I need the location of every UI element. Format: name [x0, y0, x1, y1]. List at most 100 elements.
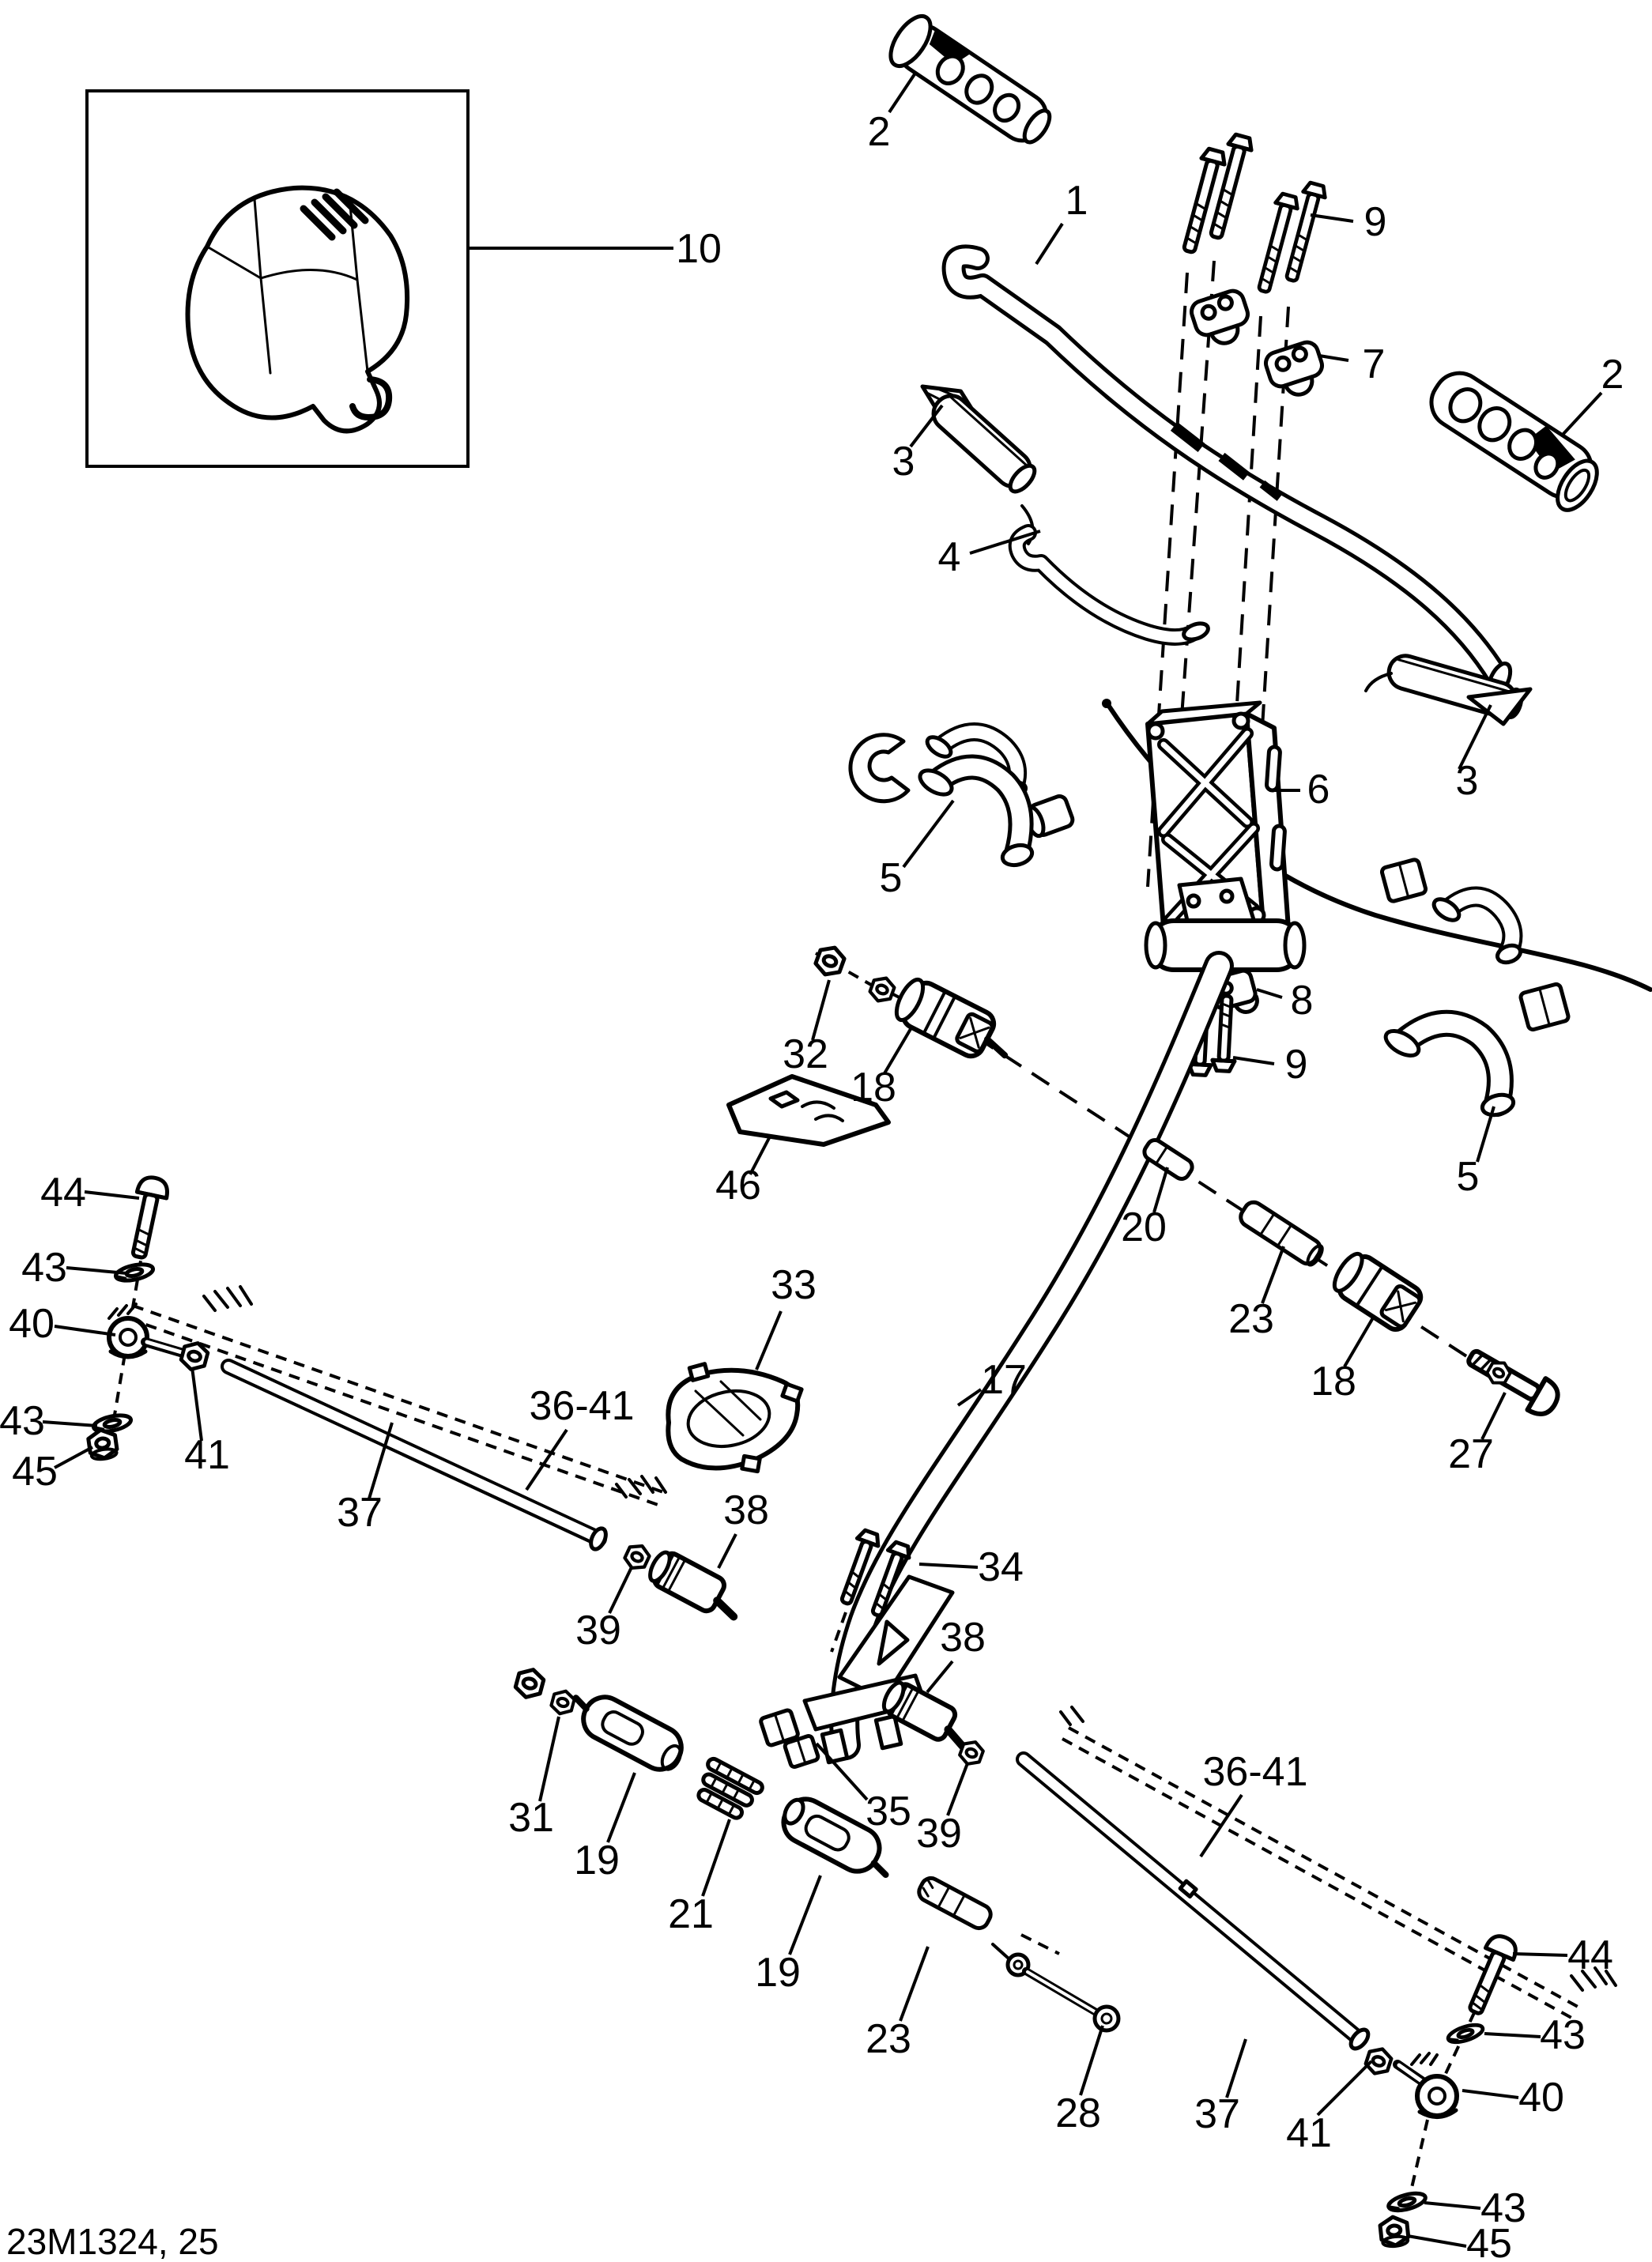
threaded-adjuster: [696, 1756, 764, 1820]
lock-nut-left: [88, 1428, 119, 1461]
callout-support-plate: 46: [715, 1163, 761, 1208]
grip-left: [888, 14, 1052, 145]
callout-bolts-upper: 9: [1364, 199, 1387, 245]
callout-bolt-right: 44: [1567, 1932, 1613, 1978]
callout-elbow-left: 5: [880, 855, 903, 901]
callout-sleeve-lower: 19: [755, 1950, 801, 1996]
sleeve-cube-right-1: [1379, 858, 1428, 903]
washer-right-upper: [1446, 2022, 1485, 2045]
callout-column: 17: [981, 1357, 1027, 1403]
callout-spacer-long-lower: 23: [866, 2016, 911, 2062]
callout-lower-clamp: 8: [1291, 978, 1314, 1024]
tie-rod-end-right: [1393, 2052, 1459, 2119]
callout-handlebar: 1: [1066, 178, 1088, 224]
link-sleeve-lower: [781, 1796, 889, 1879]
leader-lines: [42, 73, 1603, 2248]
callout-assembly-right: 36-41: [1203, 1749, 1308, 1795]
sleeve-cube-right-2: [1518, 982, 1571, 1032]
callout-heater-left: 3: [892, 439, 915, 484]
jam-nut-right: [1363, 2045, 1393, 2077]
callout-washer-left-lower: 43: [0, 1398, 45, 1444]
callout-washer-right-lower: 43: [1480, 2185, 1526, 2231]
diagram-code: 23M1324, 25: [6, 2221, 219, 2262]
link-lock-nut: [514, 1666, 545, 1700]
ball-joint-left: [648, 1550, 738, 1621]
tie-rod-bolt-right: [1461, 1932, 1520, 2018]
sleeve-clip-left: [848, 733, 911, 804]
callout-jam-nut-left: 41: [184, 1432, 230, 1478]
callout-damper-bolt: 27: [1448, 1431, 1494, 1477]
callout-assembly-left: 36-41: [530, 1383, 635, 1429]
washer-right-lower: [1386, 2190, 1427, 2214]
inset-box: [85, 89, 470, 468]
handlebar-clamp-2: [1264, 340, 1324, 397]
drag-link: [991, 1943, 1121, 2033]
callout-labels: 10 2 1 9 7 2 3 4 3 5 6 8 9 32 18 46 20 2…: [0, 109, 1624, 2262]
riser-bolts-upper: [1177, 134, 1327, 294]
link-lock-nut-2: [550, 1688, 576, 1716]
callout-tie-rod-right: 37: [1194, 2091, 1240, 2137]
callout-lock-nut-right: 45: [1466, 2221, 1512, 2262]
callout-washer-right-upper: 43: [1540, 2012, 1586, 2058]
callout-square-nuts: 35: [866, 1789, 911, 1834]
ghost-lines: [113, 260, 1617, 2188]
callout-drag-link: 28: [1055, 2090, 1101, 2136]
callout-jam-nut-right: 41: [1286, 2110, 1332, 2156]
elbow-sleeve-left: [918, 754, 1035, 868]
ball-joint-center: [881, 1680, 967, 1751]
elbow-sleeve-right: [1383, 1009, 1516, 1118]
column-clamp-tube: [1144, 877, 1307, 972]
square-nuts: [759, 1708, 820, 1769]
callout-hook: 4: [938, 534, 961, 580]
steering-damper-lower: [1332, 1251, 1424, 1332]
callout-damper-lower: 18: [1311, 1359, 1356, 1404]
handlebar-pad-cover: [185, 185, 410, 434]
callout-spacer-short: 20: [1121, 1205, 1167, 1250]
callout-adjuster: 21: [668, 1891, 714, 1937]
tie-rod-right: [1016, 1751, 1371, 2051]
callout-link-nut: 31: [508, 1795, 554, 1841]
callout-bj-nut-center: 39: [916, 1811, 962, 1857]
handlebar: [941, 244, 1513, 698]
tie-rod-left: [221, 1359, 608, 1551]
tie-rod-bolt-left: [124, 1175, 170, 1261]
callout-pad-cover: 10: [676, 226, 722, 272]
steering-boot: [666, 1362, 804, 1474]
spacer-long-upper: [1239, 1200, 1324, 1267]
grip-heater-right: [1364, 654, 1533, 726]
tie-rod-end-left: [107, 1303, 204, 1363]
callout-damper-upper: 18: [851, 1065, 896, 1110]
small-elbow-right: [1431, 886, 1523, 965]
steering-damper-upper: [894, 977, 1009, 1059]
callout-boot: 33: [771, 1262, 817, 1308]
callout-mount-bolts: 34: [978, 1544, 1024, 1590]
callout-ball-joint-center: 38: [940, 1615, 986, 1661]
ball-joint-nut-left: [622, 1541, 652, 1572]
handlebar-knurl-marks: [1170, 421, 1283, 501]
callout-ball-joint-left: 38: [723, 1487, 769, 1533]
callout-spacer-long-upper: 23: [1228, 1296, 1274, 1342]
callout-elbow-right: 5: [1457, 1154, 1480, 1200]
grip-heater-left: [920, 384, 1037, 545]
spacer-long-lower: [917, 1876, 993, 1931]
callout-tie-rod-left: 37: [337, 1490, 383, 1536]
callout-grip-left: 2: [868, 109, 891, 155]
spacer-short: [1142, 1138, 1194, 1181]
support-plate: [726, 1074, 891, 1147]
lock-nut-right: [1379, 2215, 1409, 2247]
callout-bolt-left: 44: [40, 1170, 86, 1216]
callout-tie-rod-end-right: 40: [1518, 2075, 1564, 2121]
callout-bj-nut-left: 39: [575, 1608, 621, 1653]
callout-tie-rod-end-left: 40: [9, 1301, 55, 1347]
callout-bolts-lower: 9: [1285, 1042, 1308, 1088]
link-sleeve-upper: [572, 1695, 684, 1772]
callout-damper-nut: 32: [783, 1031, 828, 1077]
callout-heater-right: 3: [1456, 758, 1479, 804]
callout-washer-left-upper: 43: [21, 1245, 67, 1291]
cable-guide-hook: [1008, 524, 1210, 646]
callout-sleeve-upper: 19: [574, 1838, 620, 1883]
handlebar-clamp-1: [1190, 288, 1250, 345]
damper-bolt: [1462, 1340, 1563, 1420]
